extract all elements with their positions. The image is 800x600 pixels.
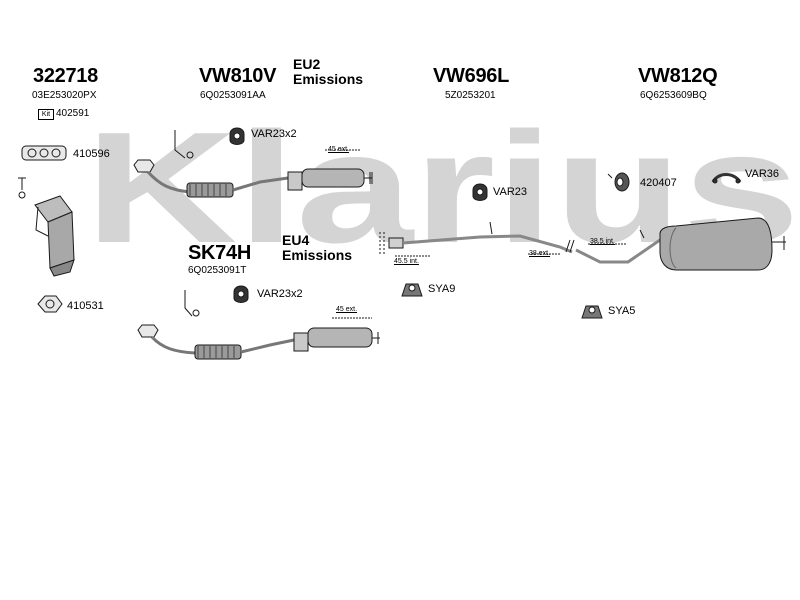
centre-pipe-vw696l <box>379 221 573 257</box>
kit-code-vw696l: VW696L <box>433 65 510 87</box>
emissions-label: EU4 Emissions <box>282 232 353 263</box>
emissions-label: EU2 Emissions <box>293 56 364 87</box>
rubber-mount-icon <box>229 127 245 145</box>
kit-code-322718: 322718 <box>33 65 98 87</box>
part-label-410596: 410596 <box>73 148 110 160</box>
front-pipe-sk74h <box>137 290 380 360</box>
kit-tag: Kit <box>38 109 54 120</box>
rubber-mount-icon <box>233 285 249 303</box>
pipe-clamp-icon <box>607 172 630 192</box>
part-label-sya5: SYA5 <box>608 305 636 317</box>
flange-gasket-icon <box>21 145 67 161</box>
kit-code-vw810v: VW810V <box>199 65 277 87</box>
part-label-410531: 410531 <box>67 300 104 312</box>
part-label-var23x2: VAR23x2 <box>257 288 303 300</box>
kit-code-vw812q: VW812Q <box>638 65 718 87</box>
hanger-strap-icon <box>711 173 742 184</box>
part-label-420407: 420407 <box>640 177 677 189</box>
part-label-var23: VAR23 <box>493 186 528 198</box>
kit-code-sk74h: SK74H <box>188 242 251 264</box>
rubber-mount-icon <box>472 183 488 201</box>
catalytic-converter <box>18 177 75 277</box>
part-number: 6Q6253609BQ <box>640 90 707 101</box>
part-number: 5Z0253201 <box>445 90 496 101</box>
front-pipe-vw810v <box>133 130 373 198</box>
bracket-icon <box>401 283 423 297</box>
ext-label: 38.5 int. <box>590 238 615 245</box>
part-number: 03E253020PX <box>32 90 97 101</box>
ext-label: 45.5 int. <box>394 258 419 265</box>
part-label-var23x2: VAR23x2 <box>251 128 297 140</box>
bracket-icon <box>581 305 603 319</box>
part-label-var36: VAR36 <box>745 168 780 180</box>
part-number: 6Q0253091AA <box>200 90 266 101</box>
ext-label: 45 ext. <box>336 306 358 313</box>
seal-ring-icon <box>37 295 63 313</box>
kit-number: 402591 <box>56 108 90 119</box>
part-number: 6Q0253091T <box>188 265 247 276</box>
part-label-sya9: SYA9 <box>428 283 456 295</box>
ext-label: 38 ext. <box>529 250 551 257</box>
rear-silencer-vw812q <box>565 217 786 271</box>
